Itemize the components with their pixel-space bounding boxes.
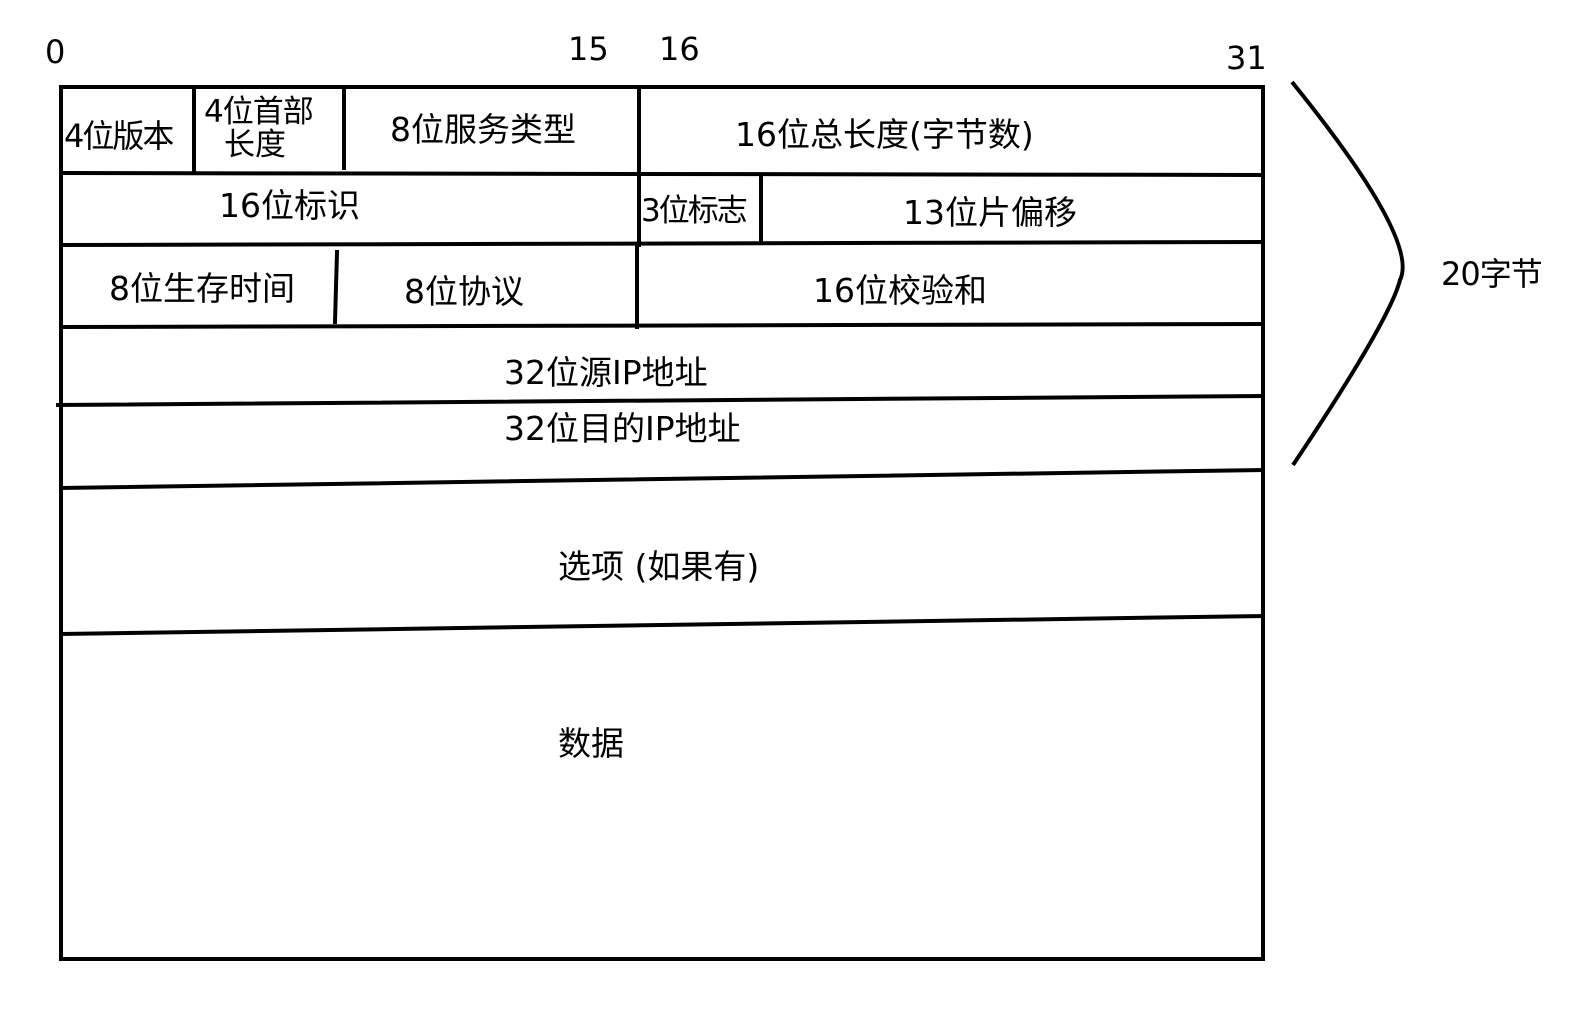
field-data: 数据 (558, 724, 624, 763)
field-service-type: 8位服务类型 (390, 110, 576, 149)
bit-marker-15: 15 (568, 30, 609, 68)
row-divider-3 (58, 321, 1266, 330)
field-source-ip: 32位源IP地址 (504, 353, 708, 392)
row-divider-1 (58, 170, 1266, 178)
row-divider-2 (58, 239, 1266, 248)
field-ttl: 8位生存时间 (109, 269, 295, 308)
divider-ttl (332, 249, 340, 325)
field-header-length-line1: 4位首部 (204, 94, 314, 130)
row-divider-5 (58, 467, 1266, 491)
field-header-length-line2: 长度 (224, 127, 286, 163)
field-dest-ip: 32位目的IP地址 (504, 409, 741, 448)
field-checksum: 16位校验和 (813, 271, 987, 310)
field-flags: 3位标志 (641, 193, 748, 229)
field-fragment-offset: 13位片偏移 (903, 193, 1077, 232)
field-identification: 16位标识 (219, 186, 360, 225)
row-divider-4 (55, 393, 1266, 408)
row-divider-6 (58, 613, 1266, 637)
header-brace (1290, 80, 1405, 467)
header-size-label: 20字节 (1441, 255, 1543, 293)
bit-marker-0: 0 (45, 33, 66, 71)
field-options: 选项 (如果有) (558, 547, 760, 586)
field-total-length: 16位总长度(字节数) (735, 115, 1034, 154)
bit-marker-31: 31 (1226, 39, 1267, 77)
outer-frame (59, 85, 1265, 961)
field-version: 4位版本 (64, 117, 174, 155)
bit-marker-16: 16 (659, 30, 700, 68)
field-protocol: 8位协议 (404, 272, 524, 311)
